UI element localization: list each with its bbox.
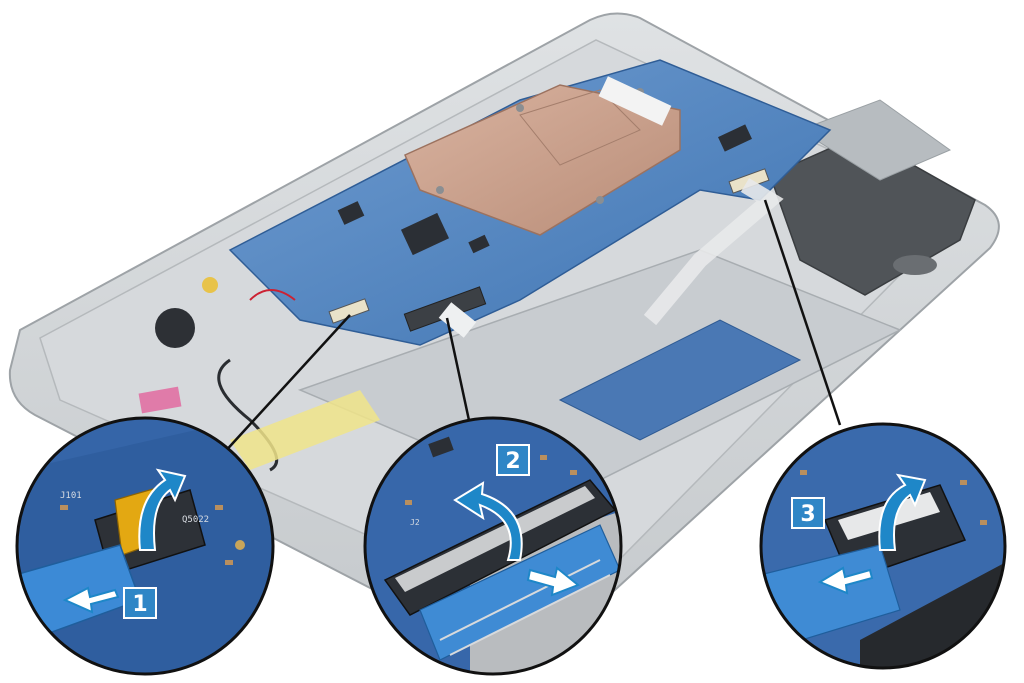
step-3-label: 3 [800, 502, 815, 527]
pull-cable-arrow-icon [62, 586, 120, 614]
pull-cable-arrow-icon [526, 566, 580, 597]
latch-lift-arrow-icon [453, 481, 523, 561]
board-silkscreen-j101: J101 [60, 491, 82, 501]
system-board [228, 59, 832, 346]
board-silkscreen-q5022: Q5022 [182, 515, 209, 525]
ribbon-cables [438, 178, 784, 338]
latch-lift-arrow-icon [138, 468, 187, 551]
callout-3: 3 [759, 422, 1007, 670]
step-2-label: 2 [505, 449, 520, 474]
speaker-module [769, 99, 976, 296]
step-1-label: 1 [132, 592, 147, 617]
pull-cable-arrow-icon [817, 566, 874, 595]
board-silkscreen-j2: J2 [410, 518, 420, 527]
left-components [138, 277, 380, 472]
latch-lift-arrow-icon [878, 473, 927, 551]
step-3-badge: 3 [791, 497, 825, 529]
callout-pointers [221, 199, 842, 456]
callout-1: J101 Q5022 1 [15, 416, 275, 676]
step-2-badge: 2 [496, 444, 530, 476]
step-1-badge: 1 [123, 587, 157, 619]
